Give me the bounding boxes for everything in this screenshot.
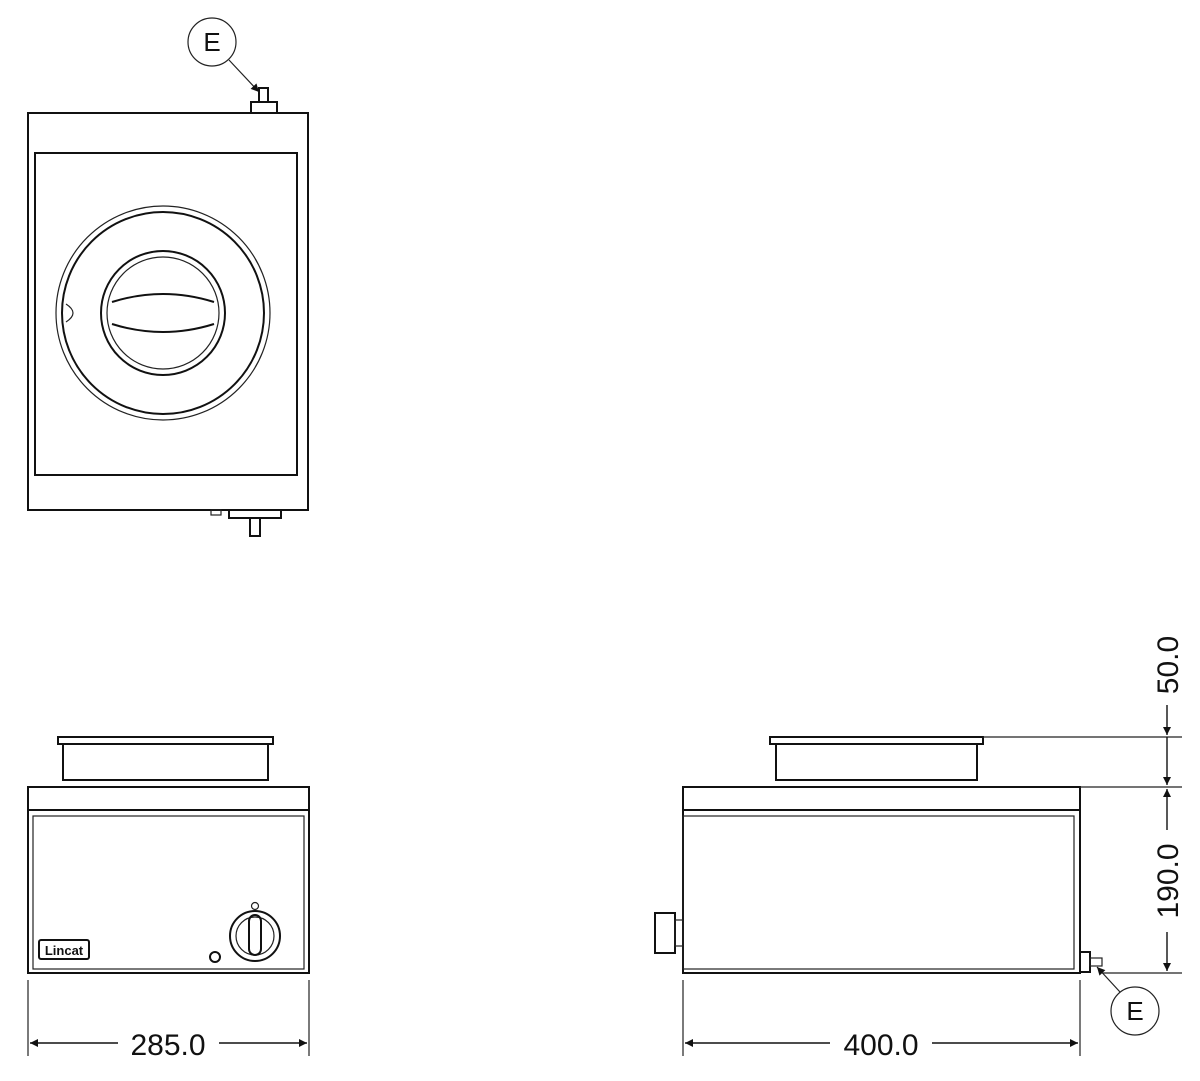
dimension-label: 50.0 <box>1152 636 1185 694</box>
terminal-e-top <box>250 87 278 114</box>
side-top-plate <box>682 786 1081 811</box>
lid-handle <box>111 293 215 333</box>
dimension-side-depth: 400.0 <box>682 980 1081 1062</box>
dimension-label: 400.0 <box>843 1029 918 1062</box>
top-view: E <box>27 17 309 537</box>
side-view: E 400.0 50.0 190.0 <box>654 636 1185 1062</box>
front-pot <box>57 736 274 781</box>
front-top-plate <box>27 786 310 811</box>
control-knob <box>229 901 281 962</box>
dimension-label: 190.0 <box>1152 843 1185 918</box>
brand-logo: Lincat <box>38 939 90 960</box>
drain-tap <box>210 509 282 537</box>
callout-label: E <box>203 27 220 57</box>
terminal-e-side <box>1079 951 1103 973</box>
bowl-rim-outer <box>55 205 271 421</box>
top-view-panel <box>34 152 298 476</box>
front-view: Lincat 285.0 <box>27 736 310 1062</box>
front-body-inset <box>32 815 305 970</box>
dimension-pot-height: 50.0 <box>1152 636 1185 785</box>
ladle-notch <box>65 303 74 323</box>
lid-outer <box>100 250 226 376</box>
callout-label: E <box>1126 996 1143 1026</box>
side-body-inset <box>682 815 1075 970</box>
dimension-body-height: 190.0 <box>1152 789 1185 971</box>
front-body <box>27 809 310 974</box>
bowl-rim-inner <box>61 211 265 415</box>
side-pot <box>769 736 984 781</box>
callout-e-side: E <box>1096 966 1160 1036</box>
dimension-front-width: 285.0 <box>27 980 310 1062</box>
svg-text:Lincat: Lincat <box>45 943 84 958</box>
lid-inner <box>106 256 220 370</box>
top-view-outline <box>27 112 309 511</box>
side-knob <box>654 912 684 954</box>
indicator-light <box>209 951 221 963</box>
dimension-label: 285.0 <box>130 1029 205 1062</box>
callout-e-top: E <box>187 17 260 93</box>
side-body <box>682 809 1081 974</box>
